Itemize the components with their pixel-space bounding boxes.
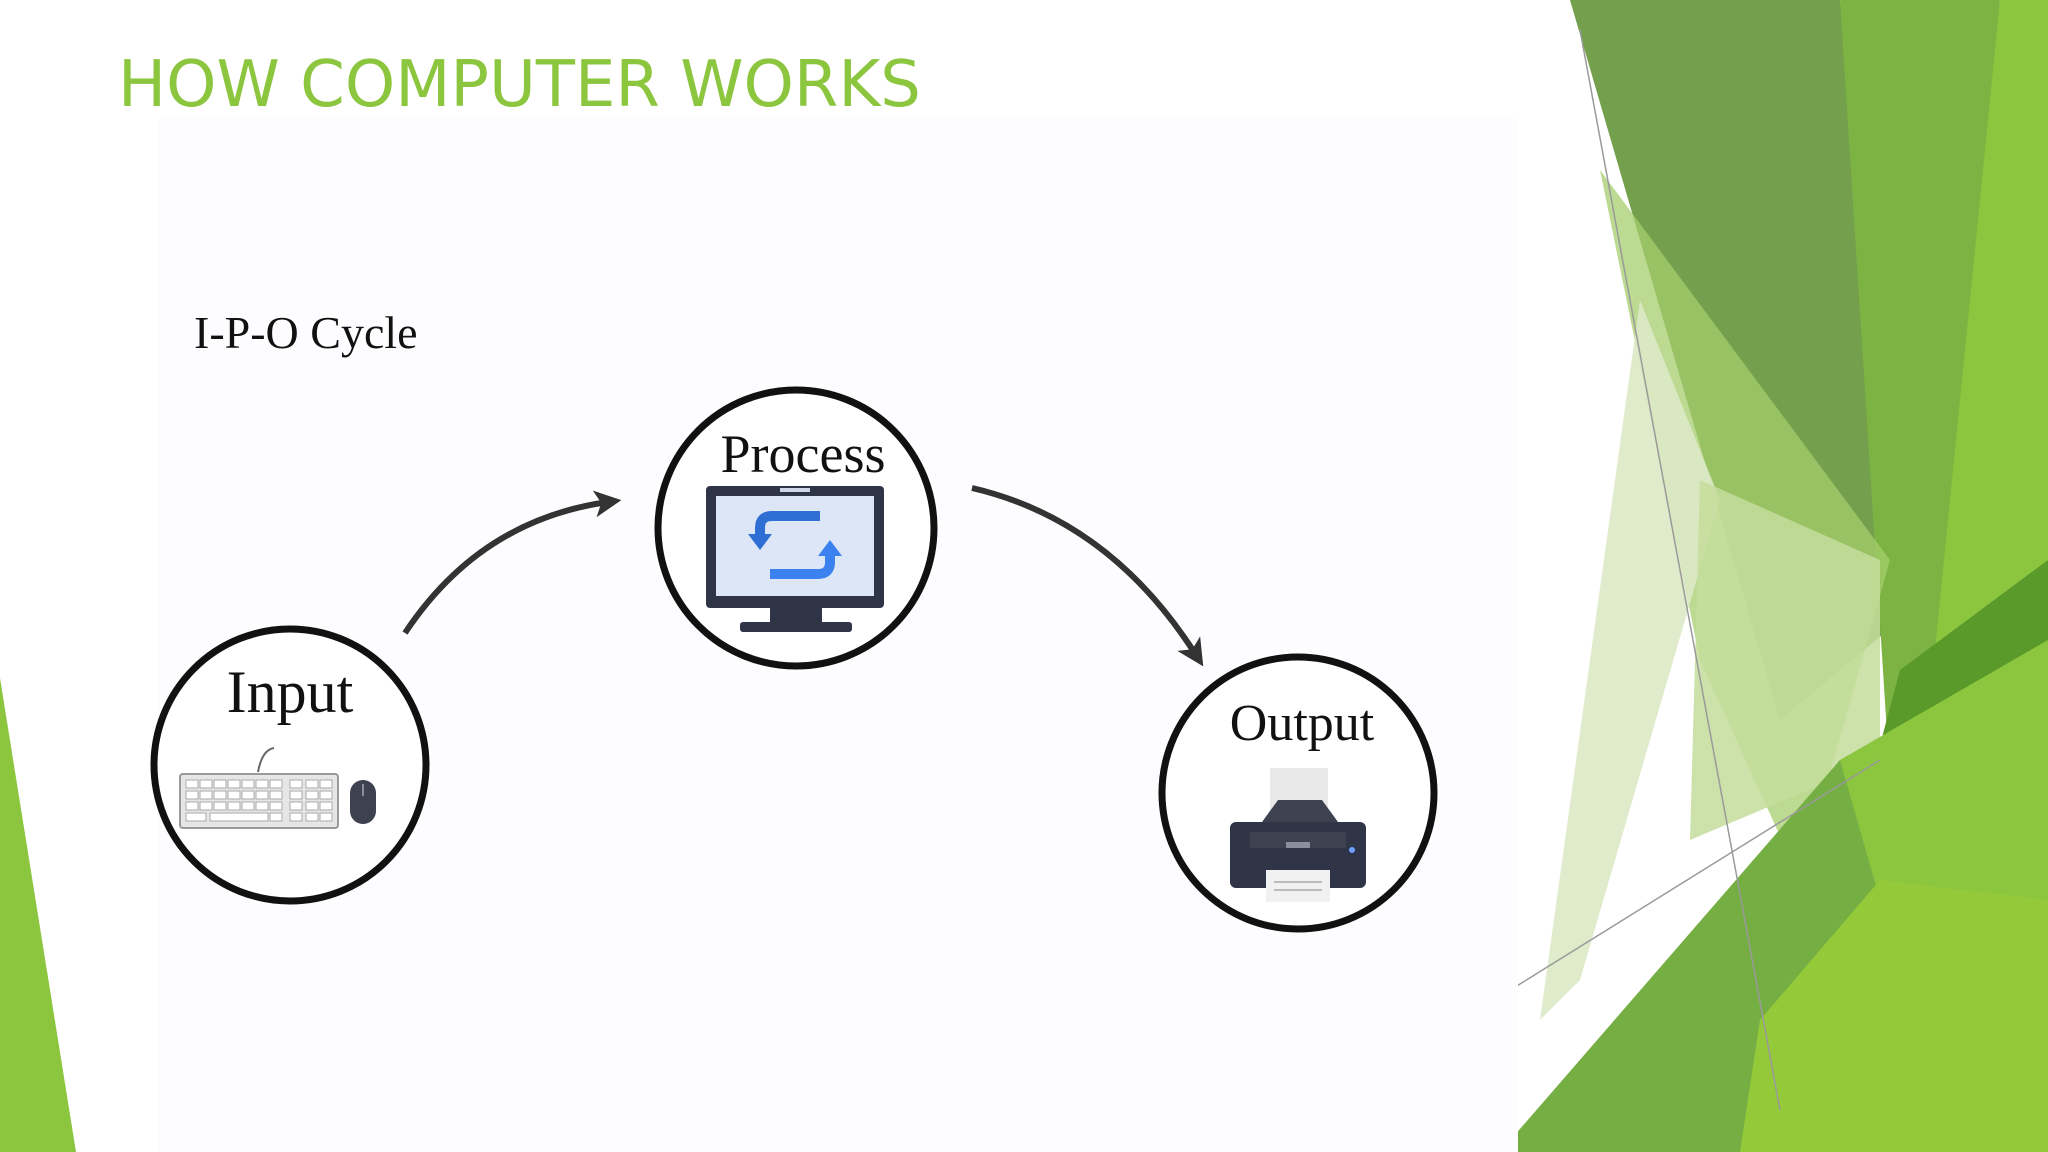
arrow-process-to-output [971, 485, 1204, 667]
process-label: Process [721, 424, 886, 484]
node-output: Output [1158, 653, 1438, 933]
printer-icon [1230, 768, 1366, 902]
node-process: Process [654, 386, 938, 670]
right-facet-6 [1690, 480, 1880, 840]
thin-line-1 [1579, 29, 1781, 1111]
input-circle [150, 625, 430, 905]
monitor-sync-icon [706, 486, 884, 632]
slide-title: HOW COMPUTER WORKS [118, 48, 921, 122]
input-label: Input [227, 659, 354, 725]
node-input: Input [150, 625, 430, 905]
keyboard-mouse-icon [179, 747, 376, 829]
left-green-wedge [0, 678, 76, 1152]
output-label: Output [1230, 695, 1375, 752]
right-facet-10 [1740, 880, 2048, 1152]
right-facet-5 [1540, 300, 1720, 1020]
arrow-input-to-process [402, 490, 622, 635]
diagram-caption: I-P-O Cycle [194, 307, 418, 358]
